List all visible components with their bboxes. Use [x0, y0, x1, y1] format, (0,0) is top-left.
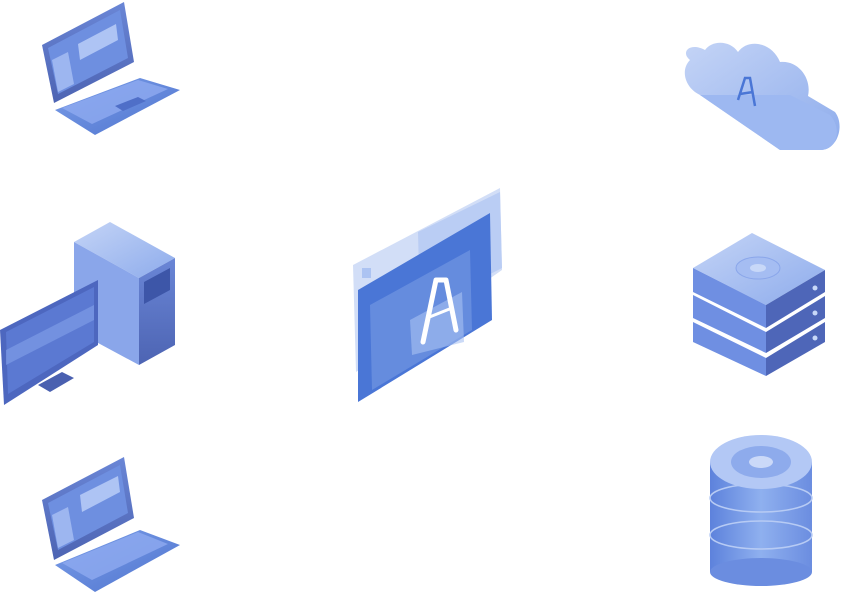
desktop-computer-icon	[0, 222, 175, 405]
backup-console-window	[353, 188, 502, 402]
laptop-icon	[42, 457, 180, 592]
left-connector	[215, 75, 340, 539]
server-storage-icon	[693, 233, 825, 376]
right-connector	[505, 75, 625, 539]
cloud-storage-icon	[684, 42, 840, 150]
database-icon	[709, 435, 813, 586]
acronis-logo-icon	[420, 277, 459, 345]
laptop-icon	[42, 2, 180, 135]
